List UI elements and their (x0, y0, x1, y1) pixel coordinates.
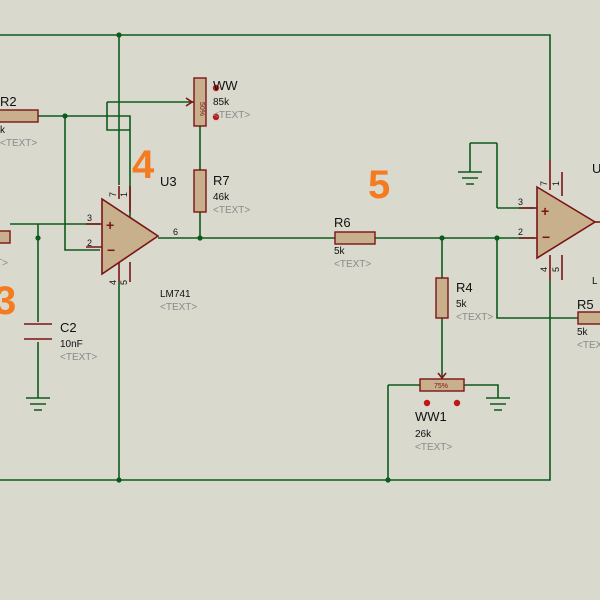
svg-text:LM741: LM741 (160, 289, 191, 300)
resistor-r4[interactable]: R4 5k <TEXT> (435, 277, 493, 323)
annotation-number-5: 5 (368, 163, 390, 207)
svg-text:−: − (107, 242, 115, 258)
svg-text:R4: R4 (456, 280, 473, 295)
svg-text:5: 5 (551, 267, 561, 272)
svg-text:2: 2 (518, 227, 523, 237)
annotation-number-3: 3 (0, 279, 16, 323)
svg-text:5k: 5k (577, 327, 589, 338)
svg-text:WW1: WW1 (415, 409, 447, 424)
svg-text:<TEXT>: <TEXT> (60, 352, 97, 363)
svg-text:<TEXT>: <TEXT> (213, 110, 250, 121)
annotation-number-4: 4 (132, 143, 155, 187)
svg-text:3: 3 (87, 213, 92, 223)
opamp-u3[interactable]: + − 3 2 6 7 1 4 5 U3 LM741 <TEXT> (86, 174, 197, 313)
ground-symbol-ww1 (486, 397, 510, 411)
svg-text:WW: WW (213, 78, 238, 93)
svg-text:<TEXT>: <TEXT> (160, 302, 197, 313)
svg-text:5k: 5k (334, 246, 346, 257)
svg-text:C2: C2 (60, 320, 77, 335)
svg-text:U3: U3 (160, 174, 177, 189)
partial-resistor-left[interactable] (0, 230, 11, 244)
svg-text:<TEXT>: <TEXT> (334, 259, 371, 270)
svg-text:1: 1 (551, 181, 561, 186)
svg-text:<TEXT>: <TEXT> (415, 442, 452, 453)
ground-symbol-c2 (26, 397, 50, 411)
svg-text:5k: 5k (456, 299, 468, 310)
svg-text:75%: 75% (434, 383, 448, 390)
svg-text:R6: R6 (334, 215, 351, 230)
svg-text:L: L (592, 276, 598, 287)
svg-text:+: + (106, 217, 114, 233)
svg-text:1: 1 (119, 192, 129, 197)
svg-text:4: 4 (108, 280, 118, 285)
potentiometer-ww[interactable]: 50% WW 85k <TEXT> (185, 77, 250, 127)
svg-text:<TEXT>: <TEXT> (213, 205, 250, 216)
opamp-right[interactable]: + − 3 2 7 1 4 5 U L (518, 160, 600, 287)
svg-text:6: 6 (173, 227, 178, 237)
ground-symbol-upper-right (458, 171, 482, 185)
resistor-r6[interactable]: R6 5k <TEXT> (334, 215, 376, 270)
svg-text:2: 2 (87, 238, 92, 248)
svg-text:<TEXT>: <TEXT> (456, 312, 493, 323)
svg-text:R5: R5 (577, 297, 594, 312)
junctions (35, 32, 500, 483)
partial-text-left: T> (0, 258, 8, 269)
svg-text:7: 7 (108, 192, 118, 197)
svg-text:<TEXT>: <TEXT> (577, 340, 600, 351)
svg-text:R7: R7 (213, 173, 230, 188)
svg-text:U: U (592, 161, 600, 176)
svg-text:10nF: 10nF (60, 339, 83, 350)
capacitor-c2[interactable]: C2 10nF <TEXT> (24, 320, 97, 363)
svg-text:3: 3 (518, 197, 523, 207)
svg-text:7: 7 (539, 181, 549, 186)
svg-text:50%: 50% (198, 102, 205, 116)
resistor-r2[interactable]: R2 k <TEXT> (0, 94, 39, 149)
resistor-r7[interactable]: R7 46k <TEXT> (193, 169, 250, 216)
potentiometer-ww1[interactable]: 75% WW1 26k <TEXT> (415, 372, 465, 453)
svg-text:4: 4 (539, 267, 549, 272)
svg-text:−: − (542, 229, 550, 245)
svg-text:5: 5 (119, 280, 129, 285)
svg-text:46k: 46k (213, 192, 230, 203)
svg-text:<TEXT>: <TEXT> (0, 138, 37, 149)
svg-text:R2: R2 (0, 94, 17, 109)
svg-text:85k: 85k (213, 97, 230, 108)
svg-text:26k: 26k (415, 429, 432, 440)
wires (0, 34, 578, 481)
resistor-r5[interactable]: R5 5k <TEXT> (577, 297, 600, 351)
svg-text:+: + (541, 203, 549, 219)
svg-text:k: k (0, 125, 6, 136)
